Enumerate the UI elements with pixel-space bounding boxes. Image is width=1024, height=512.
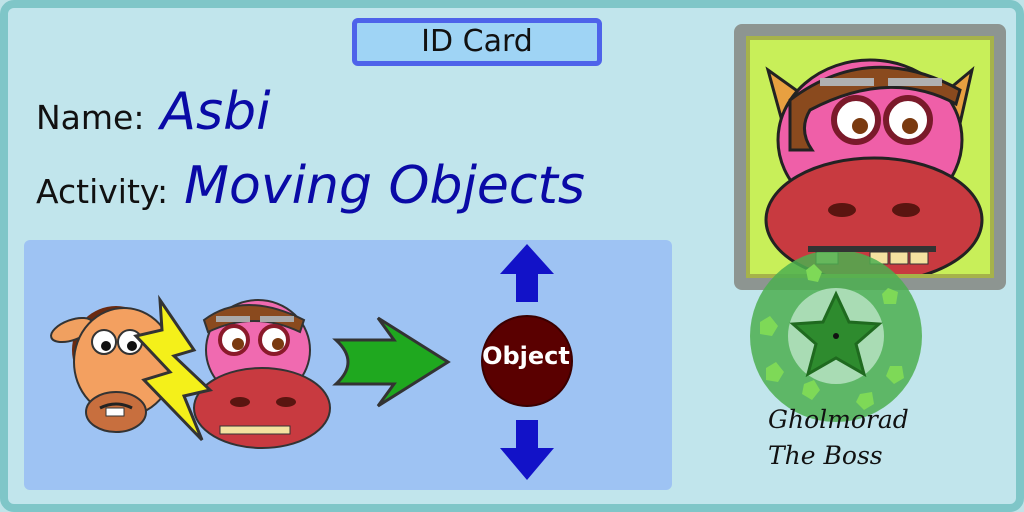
activity-demo-panel <box>24 240 672 490</box>
down-arrow-icon <box>500 420 554 480</box>
cow-head-icon <box>193 299 331 449</box>
activity-label: Activity: <box>36 172 169 211</box>
object-circle <box>481 315 573 407</box>
cow-portrait-icon <box>764 58 984 274</box>
signature-title: The Boss <box>768 441 883 470</box>
signature-name: Gholmorad <box>768 405 909 434</box>
impact-bolt-icon <box>133 294 214 442</box>
portrait-frame <box>734 24 1006 290</box>
activity-row: Activity: Moving Objects <box>36 156 585 216</box>
portrait-photo <box>746 36 994 278</box>
card-title: ID Card <box>352 18 602 66</box>
up-arrow-icon <box>500 244 554 302</box>
signature: Gholmorad The Boss <box>768 402 909 474</box>
name-row: Name: Asbi <box>36 82 271 142</box>
right-arrow-icon <box>332 316 451 408</box>
name-label: Name: <box>36 98 145 137</box>
activity-value: Moving Objects <box>184 156 585 216</box>
boss-seal-icon <box>750 252 922 422</box>
name-value: Asbi <box>160 82 271 142</box>
object-label: Object <box>482 342 570 370</box>
activity-illustration <box>50 244 573 480</box>
horse-head-icon <box>50 306 175 433</box>
